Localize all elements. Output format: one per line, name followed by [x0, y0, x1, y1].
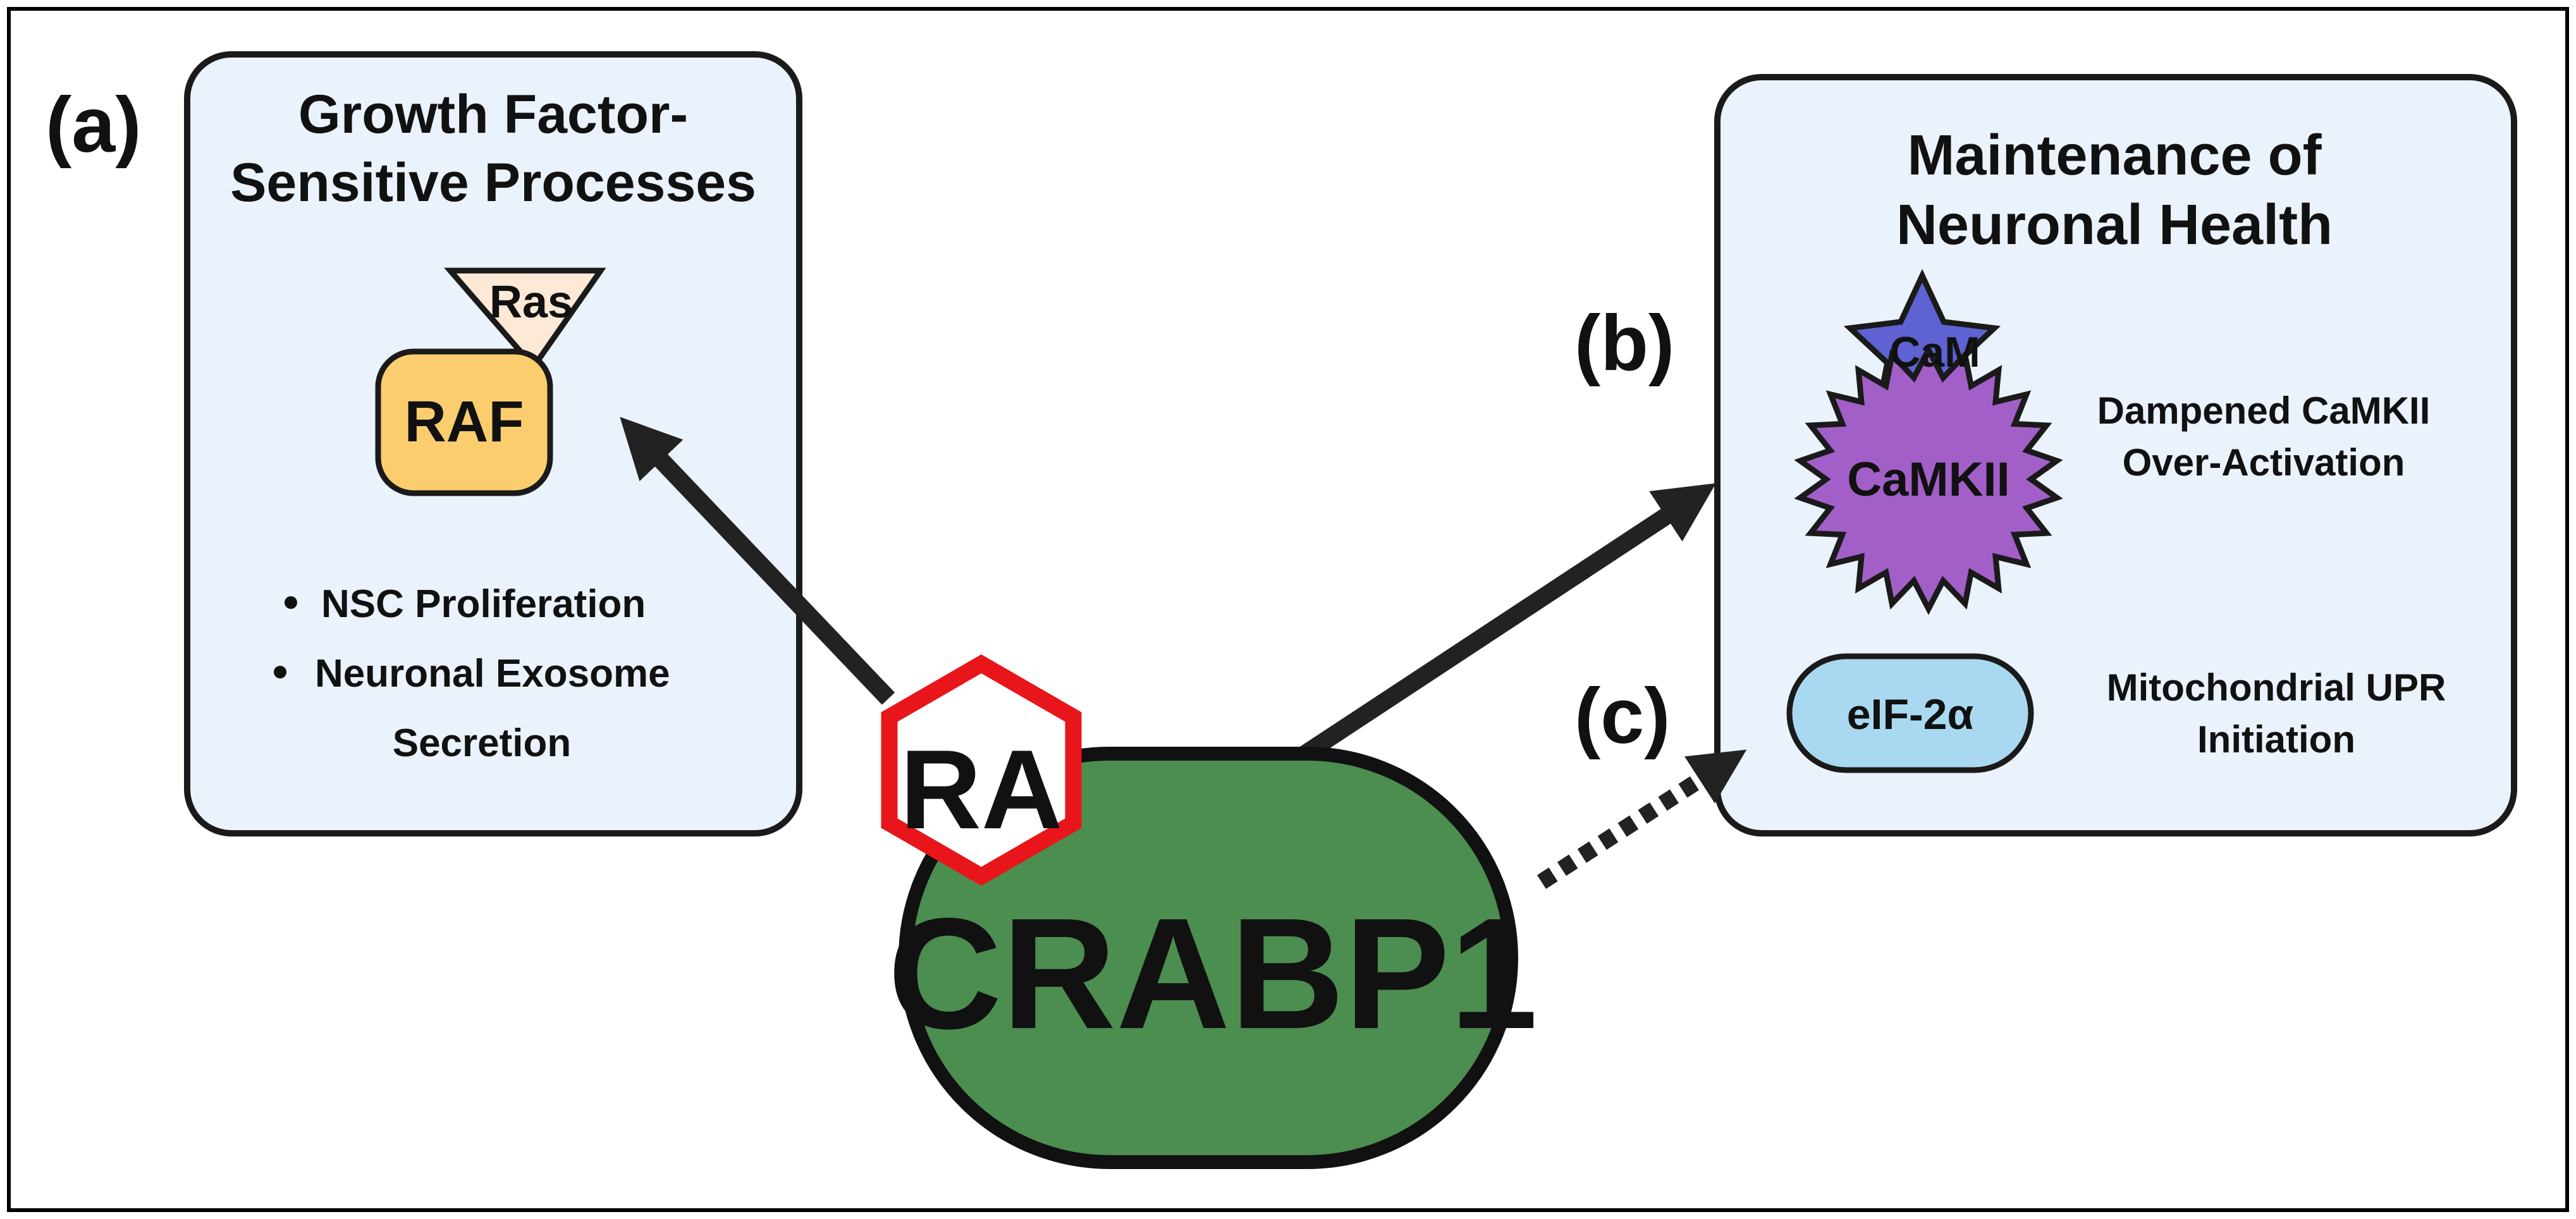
raf-label: RAF [404, 389, 524, 454]
ras-wedge [444, 267, 606, 372]
crabp1-label: CRABP1 [888, 885, 1538, 1062]
bullet-nsc-proliferation: NSC Proliferation [321, 582, 646, 626]
ras-label: Ras [489, 277, 573, 328]
eif2a-effect-line2: Initiation [2197, 718, 2355, 761]
crabp1-node [899, 747, 1518, 1169]
camkii-effect-line1: Dampened CaMKII [2097, 389, 2431, 432]
camkii-burst-shape [1794, 343, 2063, 615]
bullet-dot [285, 596, 297, 609]
camkii-effect-line2: Over-Activation [2123, 441, 2405, 484]
dashed-arrow-to-eif2a [1536, 749, 1747, 889]
eif2a-effect-line1: Mitochondrial UPR [2107, 666, 2446, 709]
bullet-neuronal-exosome: Neuronal Exosome [315, 652, 670, 695]
panel-label-c: (c) [1574, 673, 1671, 760]
eif2a-label: eIF-2α [1847, 690, 1974, 738]
bullet-dot [274, 666, 286, 678]
ra-hexagon [881, 654, 1082, 886]
neuronal-health-title-line2: Neuronal Health [1896, 193, 2333, 257]
arrow-to-raf [620, 417, 895, 705]
panel-label-a: (a) [46, 82, 142, 169]
neuronal-health-title-line1: Maintenance of [1907, 124, 2322, 187]
bullet-secretion: Secretion [393, 721, 572, 765]
arrow-to-camkii [1297, 483, 1716, 763]
camkii-label: CaMKII [1847, 453, 2010, 506]
growth-factor-title-line2: Sensitive Processes [230, 152, 756, 213]
eif2a-node [1786, 653, 2034, 773]
neuronal-health-box [1714, 74, 2517, 836]
raf-node [375, 348, 553, 496]
ra-label: RA [900, 726, 1062, 852]
panel-label-b: (b) [1574, 300, 1674, 387]
cam-label: CaM [1889, 328, 1980, 376]
growth-factor-title-line1: Growth Factor- [298, 84, 688, 145]
